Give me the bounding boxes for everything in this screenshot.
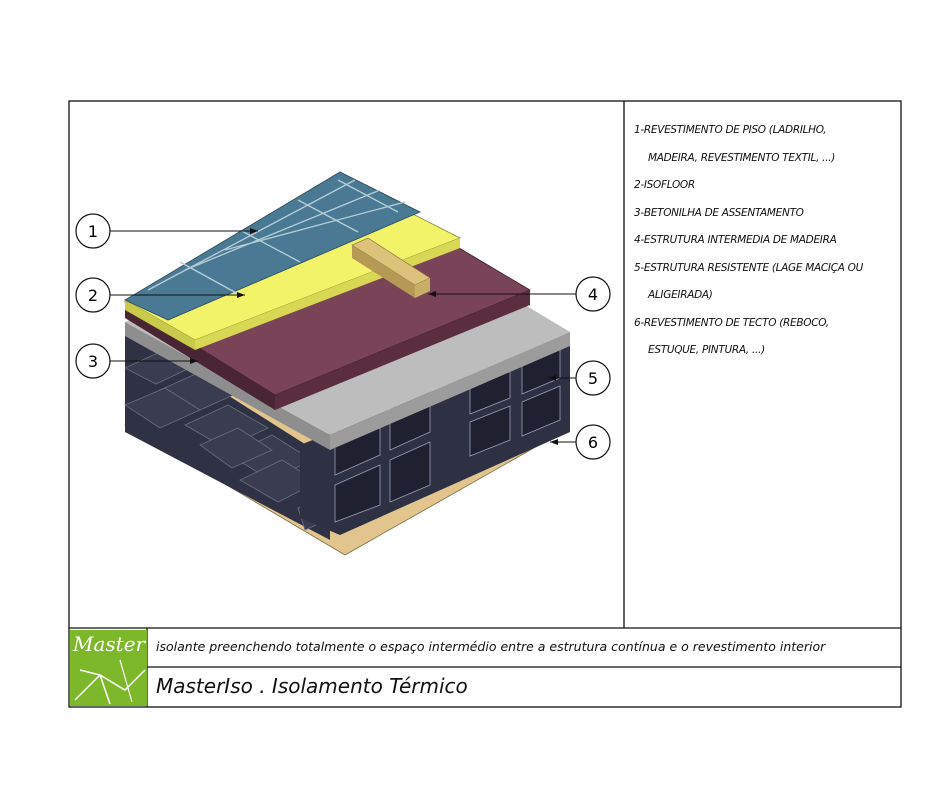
tile-layer	[124, 171, 421, 321]
callout-3-label: 3	[88, 352, 98, 371]
callout-6-label: 6	[588, 433, 598, 452]
legend-line-8: 6-REVESTIMENTO DE TECTO (REBOCO,	[634, 316, 829, 329]
legend-line-7: ALIGEIRADA)	[648, 289, 713, 301]
callout-1: 1	[75, 213, 258, 249]
caption: isolante preenchendo totalmente o espaço…	[156, 639, 826, 654]
logo-lines-icon	[74, 659, 146, 705]
callout-4-label: 4	[588, 285, 598, 304]
legend-line-4: 3-BETONILHA DE ASSENTAMENTO	[634, 206, 804, 219]
logo-word: Master	[73, 632, 146, 656]
legend-line-1: 1-REVESTIMENTO DE PISO (LADRILHO,	[634, 124, 827, 136]
callout-5-label: 5	[588, 369, 598, 388]
callout-2: 2	[75, 277, 245, 313]
callout-3: 3	[75, 343, 198, 379]
sheet-title: MasterIso . Isolamento Térmico	[156, 674, 468, 698]
callout-4: 4	[428, 276, 611, 312]
callout-6: 6	[550, 424, 611, 460]
callout-2-label: 2	[88, 286, 98, 305]
legend: 1-REVESTIMENTO DE PISO (LADRILHO, MADEIR…	[634, 122, 896, 370]
timber-batten	[351, 237, 431, 298]
frame	[68, 100, 902, 708]
legend-line-3: 2-ISOFLOOR	[634, 179, 695, 191]
legend-line-9: ESTUQUE, PINTURA, ...)	[648, 344, 765, 356]
legend-line-5: 4-ESTRUTURA INTERMEDIA DE MADEIRA	[634, 234, 837, 246]
legend-line-2: MADEIRA, REVESTIMENTO TEXTIL, ...)	[648, 151, 836, 164]
callout-1-label: 1	[88, 222, 98, 241]
master-logo: Master	[70, 630, 147, 706]
callout-5: 5	[548, 360, 611, 396]
legend-line-6: 5-ESTRUTURA RESISTENTE (LAGE MACIÇA OU	[634, 261, 864, 274]
callouts: 1 2 3 4 5 6	[75, 213, 611, 460]
